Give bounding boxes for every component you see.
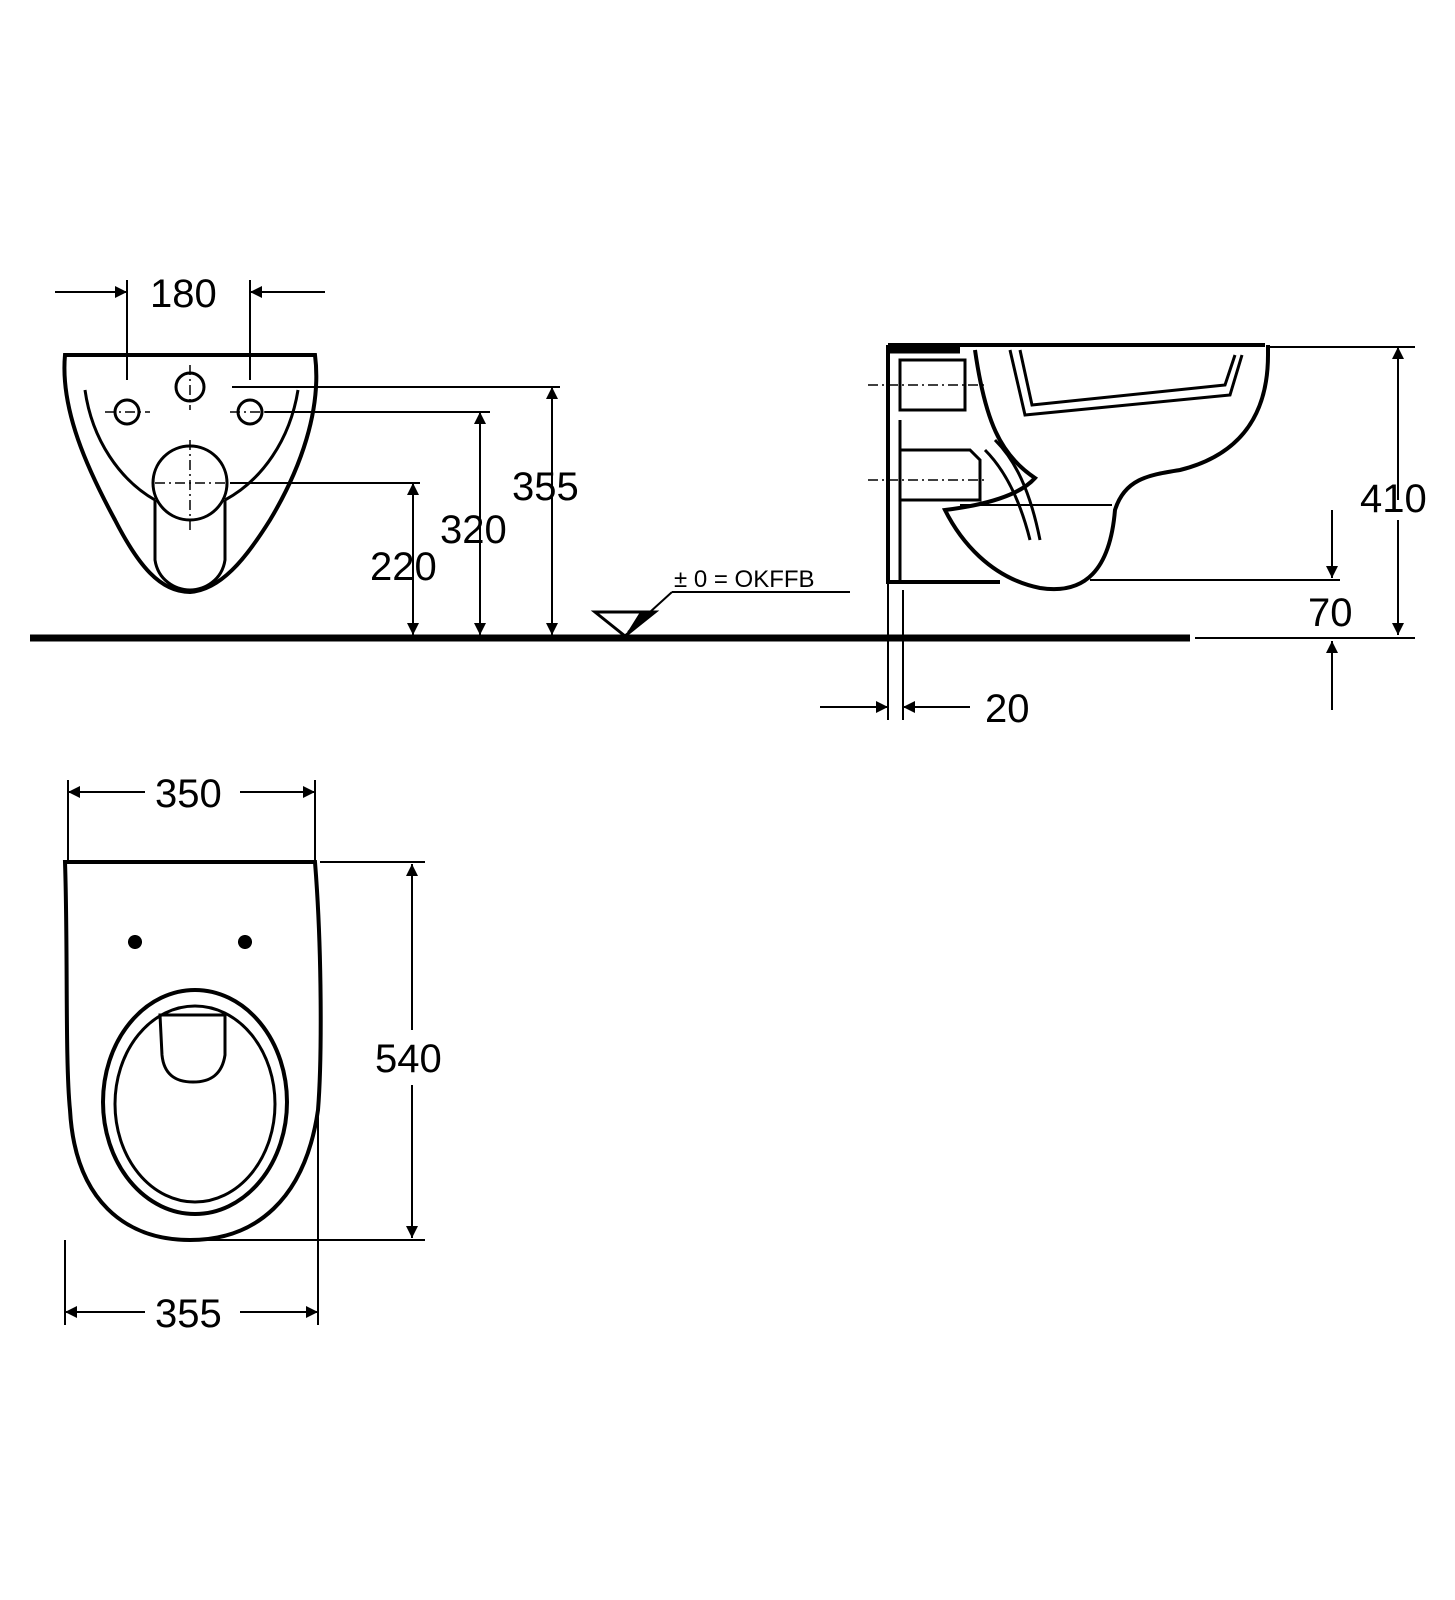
dim-fixing-height: 320: [440, 508, 507, 552]
dim-depth: 540: [375, 1037, 442, 1081]
side-view: 410 70 20: [820, 343, 1427, 731]
dim-fixing-spacing: 180: [150, 272, 217, 316]
dim-overall-height: 410: [1360, 477, 1427, 521]
dim-outlet-height: 220: [370, 545, 437, 589]
dim-inlet-height: 355: [512, 465, 579, 509]
top-view: 350 355 540: [62, 772, 442, 1336]
dim-max-width: 355: [155, 1292, 222, 1336]
floor-reference-symbol: ± 0 = OKFFB: [590, 566, 850, 638]
front-view: 180 220 320 355: [55, 272, 579, 635]
dim-rear-width: 350: [155, 772, 222, 816]
dim-wall-offset: 20: [985, 687, 1030, 731]
floor-reference-label: ± 0 = OKFFB: [674, 566, 815, 593]
dim-bottom-clearance: 70: [1308, 591, 1353, 635]
